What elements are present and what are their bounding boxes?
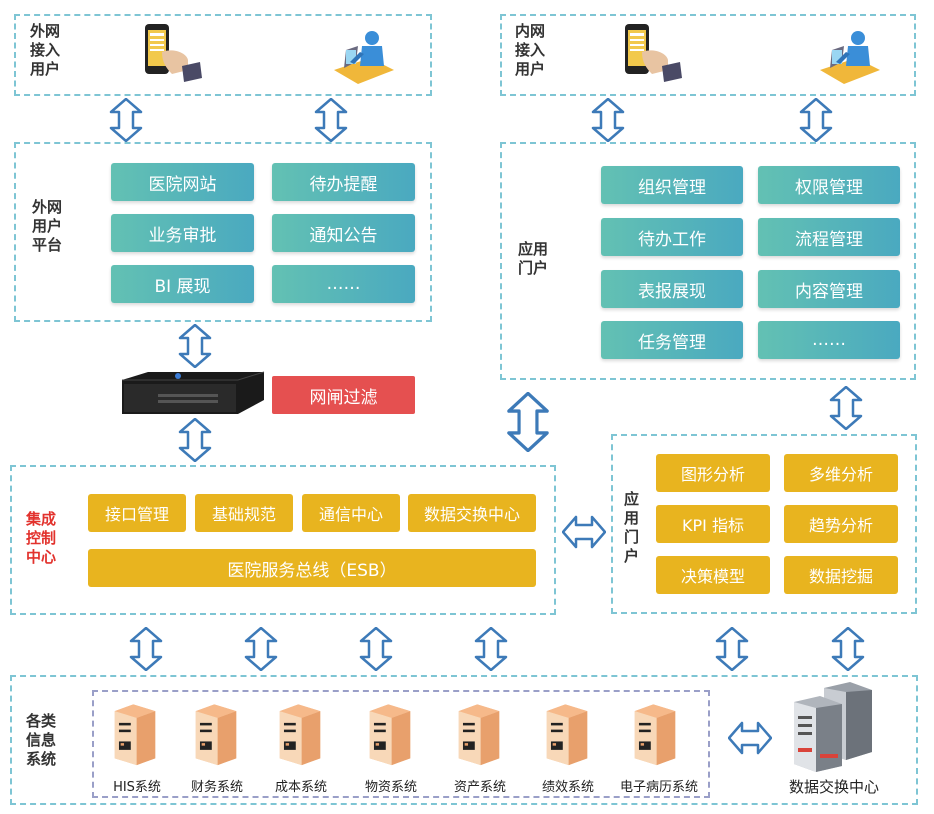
info-systems-inner-panel bbox=[92, 690, 710, 798]
bidirectional-arrow-icon bbox=[178, 324, 212, 368]
bidirectional-arrow-icon bbox=[474, 627, 508, 671]
portal-item: 表报展现 bbox=[601, 270, 743, 308]
portal-item: 内容管理 bbox=[758, 270, 900, 308]
bidirectional-arrow-icon bbox=[591, 98, 625, 142]
gateway-filter-badge: 网闸过滤 bbox=[272, 376, 415, 414]
platform-item: …… bbox=[272, 265, 415, 303]
system-label: 财务系统 bbox=[190, 780, 243, 795]
bidirectional-arrow-icon bbox=[562, 515, 606, 549]
platform-item: 待办提醒 bbox=[272, 163, 415, 201]
portal-item: 流程管理 bbox=[758, 218, 900, 256]
analysis-item: 图形分析 bbox=[656, 454, 770, 492]
server-icon bbox=[546, 704, 588, 766]
desktop-user-icon bbox=[820, 31, 880, 84]
esb-bus-bar: 医院服务总线（ESB） bbox=[88, 549, 536, 587]
analysis-portal-label: 应 用 门 户 bbox=[624, 490, 640, 565]
server-icon bbox=[195, 704, 237, 766]
integration-item: 通信中心 bbox=[302, 494, 400, 532]
info-systems-panel bbox=[10, 675, 918, 805]
mobile-phone-icon bbox=[625, 24, 682, 82]
analysis-item: 决策模型 bbox=[656, 556, 770, 594]
bidirectional-arrow-icon bbox=[244, 627, 278, 671]
external-access-panel bbox=[14, 14, 432, 96]
portal-item: 权限管理 bbox=[758, 166, 900, 204]
system-label: 物资系统 bbox=[364, 780, 417, 795]
external-platform-panel bbox=[14, 142, 432, 322]
bidirectional-arrow-icon bbox=[831, 627, 865, 671]
server-icon bbox=[369, 704, 411, 766]
external-access-label: 外网 接入 用户 bbox=[30, 22, 61, 78]
system-label: 成本系统 bbox=[274, 780, 327, 795]
server-icon bbox=[458, 704, 500, 766]
data-exchange-label: 数据交换中心 bbox=[788, 778, 879, 796]
bidirectional-arrow-icon bbox=[129, 627, 163, 671]
platform-item: 通知公告 bbox=[272, 214, 415, 252]
platform-item: 医院网站 bbox=[111, 163, 254, 201]
bidirectional-arrow-icon bbox=[178, 418, 212, 462]
system-label: 绩效系统 bbox=[541, 780, 594, 795]
platform-item: 业务审批 bbox=[111, 214, 254, 252]
internal-access-label: 内网 接入 用户 bbox=[515, 22, 546, 78]
platform-item: BI 展现 bbox=[111, 265, 254, 303]
integration-center-label: 集成 控制 中心 bbox=[26, 510, 57, 566]
app-portal-panel bbox=[500, 142, 916, 380]
portal-item: 组织管理 bbox=[601, 166, 743, 204]
analysis-portal-panel bbox=[611, 434, 917, 614]
bidirectional-arrow-icon bbox=[507, 392, 549, 452]
server-icon bbox=[634, 704, 676, 766]
integration-item: 基础规范 bbox=[195, 494, 293, 532]
system-label: 资产系统 bbox=[453, 780, 506, 795]
bidirectional-arrow-icon bbox=[728, 721, 772, 755]
portal-item: 待办工作 bbox=[601, 218, 743, 256]
portal-item: 任务管理 bbox=[601, 321, 743, 359]
system-label: HIS系统 bbox=[113, 780, 161, 795]
portal-item: …… bbox=[758, 321, 900, 359]
bidirectional-arrow-icon bbox=[799, 98, 833, 142]
bidirectional-arrow-icon bbox=[829, 386, 863, 430]
external-platform-label: 外网 用户 平台 bbox=[32, 198, 63, 254]
app-portal-label: 应用 门户 bbox=[518, 240, 549, 277]
data-exchange-server-icon bbox=[794, 682, 872, 772]
gateway-device-icon bbox=[122, 371, 265, 414]
bidirectional-arrow-icon bbox=[314, 98, 348, 142]
analysis-item: 趋势分析 bbox=[784, 505, 898, 543]
system-label: 电子病历系统 bbox=[619, 780, 698, 795]
analysis-item: KPI 指标 bbox=[656, 505, 770, 543]
bidirectional-arrow-icon bbox=[109, 98, 143, 142]
server-icon bbox=[279, 704, 321, 766]
server-icon bbox=[114, 704, 156, 766]
analysis-item: 多维分析 bbox=[784, 454, 898, 492]
integration-item: 接口管理 bbox=[88, 494, 186, 532]
bidirectional-arrow-icon bbox=[359, 627, 393, 671]
mobile-phone-icon bbox=[145, 24, 202, 82]
bidirectional-arrow-icon bbox=[715, 627, 749, 671]
internal-access-panel bbox=[500, 14, 916, 96]
integration-center-panel bbox=[10, 465, 556, 615]
desktop-user-icon bbox=[334, 31, 394, 84]
info-systems-label: 各类 信息 系统 bbox=[26, 712, 57, 768]
analysis-item: 数据挖掘 bbox=[784, 556, 898, 594]
integration-item: 数据交换中心 bbox=[408, 494, 536, 532]
